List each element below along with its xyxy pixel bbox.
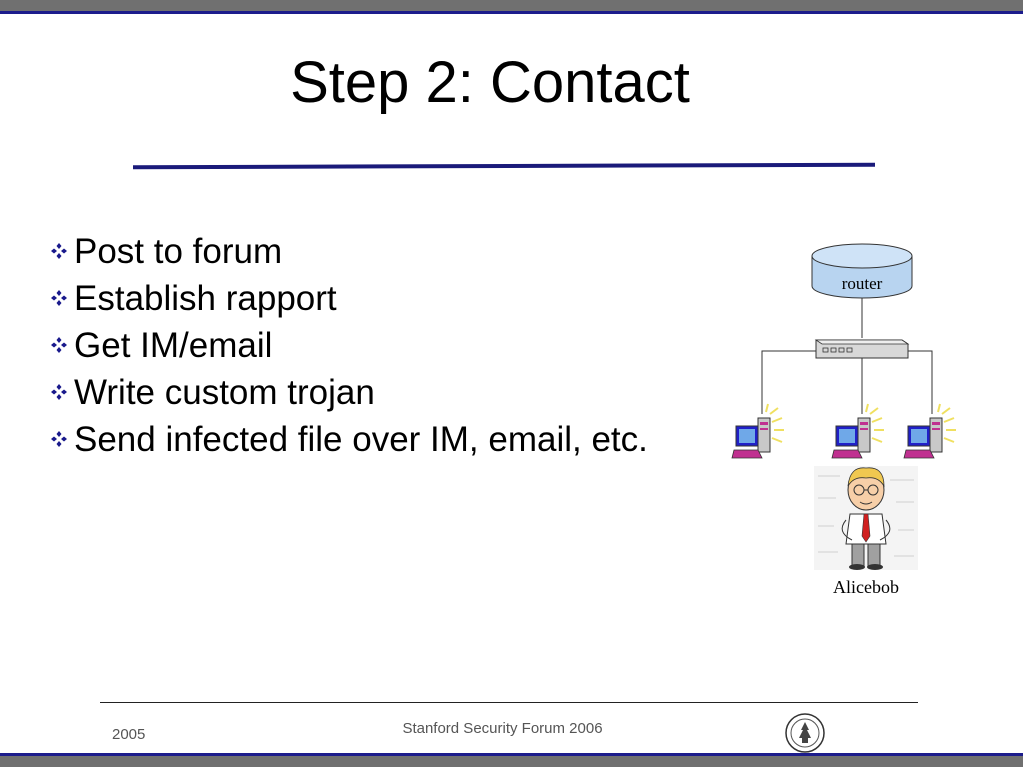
bullet-item: Send infected file over IM, email, etc. [50, 416, 690, 463]
computer-icon [731, 403, 784, 459]
footer-center-text: Stanford Security Forum 2006 [402, 720, 603, 737]
link-left [761, 350, 816, 414]
computer-icon [831, 403, 884, 459]
footer-year: 2005 [112, 726, 146, 743]
slide-title: Step 2: Contact [290, 50, 690, 115]
title-underline [132, 162, 876, 170]
top-bar [0, 0, 1023, 14]
bullet-text: Write custom trojan [74, 373, 375, 412]
bullet-list: Post to forum Establish rapport Get IM/e… [50, 228, 690, 463]
four-diamond-bullet-icon [51, 431, 67, 447]
bullet-item: Write custom trojan [50, 369, 690, 416]
network-switch-icon [814, 339, 910, 359]
network-diagram-graphic [731, 243, 956, 570]
person-icon [814, 466, 918, 570]
bullet-text: Post to forum [74, 232, 283, 271]
university-seal-icon [785, 713, 825, 753]
bullet-text: Send infected file over IM, email, etc. [74, 420, 648, 459]
bullet-item: Post to forum [50, 228, 690, 275]
four-diamond-bullet-icon [51, 384, 67, 400]
router-label: router [841, 274, 883, 293]
bullet-item: Get IM/email [50, 322, 690, 369]
network-diagram: router Alicebob [720, 236, 980, 616]
bottom-bar [0, 753, 1023, 767]
computer-icon [903, 403, 956, 459]
four-diamond-bullet-icon [51, 290, 67, 306]
four-diamond-bullet-icon [51, 243, 67, 259]
person-label: Alicebob [833, 577, 899, 597]
router-cylinder-icon [811, 243, 913, 299]
bullet-text: Get IM/email [74, 326, 273, 365]
bullet-item: Establish rapport [50, 275, 690, 322]
bullet-text: Establish rapport [74, 279, 337, 318]
footer-divider [100, 702, 918, 703]
four-diamond-bullet-icon [51, 337, 67, 353]
link-right [908, 350, 933, 414]
